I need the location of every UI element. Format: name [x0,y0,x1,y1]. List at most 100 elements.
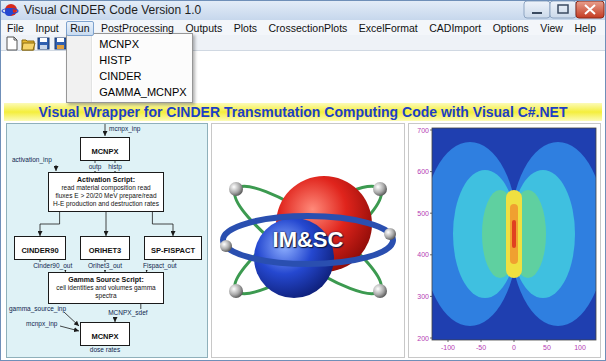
tick-mark [547,340,548,342]
process-box: CINDER90 [14,236,66,260]
open-folder-icon [22,40,35,50]
file-label: mcnpx_inp [26,320,57,328]
maximize-button [550,1,576,18]
menu-entry: HISTP [69,52,190,68]
new-file-icon [14,37,17,40]
axis-tick-label: -50 [476,343,486,352]
title-bar [0,0,606,20]
process-box: ORIHET3 [80,236,130,260]
edge-label: Cinder90_out [32,262,73,270]
minimize-button [524,1,550,18]
process-box: MCNPX [80,322,130,346]
flowchart-panel [7,124,208,358]
tick-mark [481,340,482,342]
tick-mark [430,130,432,131]
script-heading: Activation Script: [53,175,159,184]
electron-ball [220,240,232,252]
save-all-icon [57,38,64,42]
edge-label: Fispact_out [142,262,178,270]
orbit-line [223,172,392,309]
contour-map [432,142,518,326]
electron-ball [229,284,243,298]
electron-ball [373,284,387,298]
tick-mark [430,254,432,255]
flowchart-panel [7,124,208,358]
contour-plot-panel [409,124,606,358]
new-file-icon [7,37,17,50]
axis-tick-label: 600 [417,167,429,176]
menu-item: Options [489,21,533,36]
minimize-button [524,1,550,18]
plot-frame [432,128,596,340]
contour-map [510,142,596,326]
menu-item: View [536,21,567,36]
flow-arrow [152,212,173,236]
maximize-button [558,5,568,13]
electron-ball [373,182,387,196]
box-text: SP-FISPACT [151,247,195,255]
save-all-icon [55,38,66,49]
tick-mark [448,340,449,342]
electron-ball [220,182,396,298]
edge-label: Orihet3_out [87,262,123,270]
tick-mark [430,171,432,172]
file-label: mcnpx_inp [109,125,140,133]
flowchart-panel [56,165,57,171]
save-all-icon [55,38,66,49]
menu-item: CADImport [425,21,485,36]
dropdown-menu: MCNPXHISTPCINDERGAMMA_MCNPX [66,33,193,103]
banner-band: Visual Wrapper for CINDER Transmutation … [4,103,602,121]
process-box: SP-FISPACT [144,236,202,260]
process-box: MCNPX [80,137,130,161]
logo-text: IM&SC [273,227,344,253]
tick-mark [430,213,432,214]
electron-ball [229,182,243,196]
contour-map [510,204,518,264]
menu-item: File [3,21,28,36]
tick-mark [430,338,432,339]
banner-text: Visual Wrapper for CINDER Transmutation … [39,103,568,121]
axis-tick-label: 200 [417,334,429,343]
window-title: Visual CINDER Code Version 1.0 [24,3,606,17]
menu-entry: GAMMA_MCNPX [69,84,190,100]
edge-label: histp [107,163,123,171]
flowchart-panel [64,312,79,326]
axis-tick-label: 400 [417,250,429,259]
axis-tick-label: 50 [543,343,551,352]
contour-map [432,128,596,340]
tick-mark [514,340,515,342]
tick-mark [580,340,581,342]
menu-item: CrossectionPlots [265,21,352,36]
script-heading: Gamma Source Script: [53,275,159,284]
contour-map [512,220,516,248]
save-icon [38,38,49,49]
orbit-ring [223,216,393,264]
close-button [576,1,604,18]
axis-tick-label: 700 [417,126,429,135]
save-icon [40,45,47,49]
open-folder-icon [22,40,34,50]
edge-label: MCNPX_sdef [107,309,148,317]
new-file-icon [7,37,17,50]
axis-tick-label: 300 [417,292,429,301]
electron-ball [384,228,396,240]
orbit-line [223,172,392,309]
tick-mark [430,130,580,342]
save-icon [38,38,49,49]
output-label: dose rates [90,346,120,354]
app-icon [2,4,18,16]
axis-tick-label: 500 [417,209,429,218]
app-icon [2,9,18,14]
close-button [576,1,604,18]
flowchart-panel [60,326,79,331]
file-label: gamma_source_inp [9,305,66,313]
box-text: MCNPX [91,148,118,156]
save-all-icon [57,45,64,49]
axis-tick-label: 0 [512,343,516,352]
save-icon [40,38,47,42]
app-icon [5,4,17,16]
menu-item: Run [66,21,93,36]
title-bar [0,0,606,20]
